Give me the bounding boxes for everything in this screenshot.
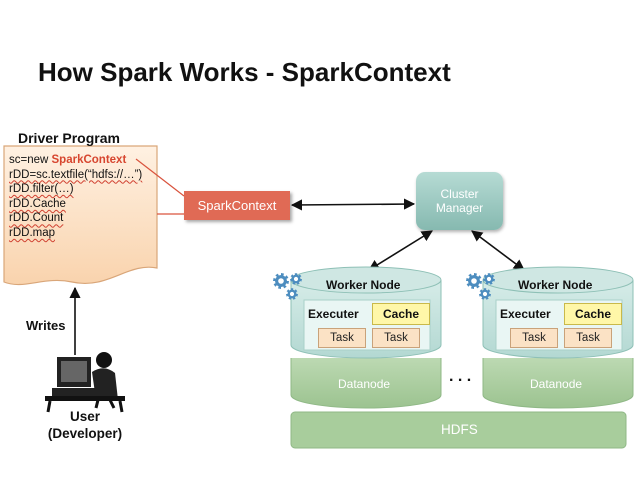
worker-node-2-cache: Cache xyxy=(564,303,622,325)
code-line-5: rDD.Count xyxy=(9,212,64,225)
worker-node-2-executer: Executer xyxy=(500,307,551,321)
gear-hole xyxy=(482,291,488,297)
worker-node-2-task-2: Task xyxy=(564,328,612,348)
code-line-4: rDD.Cache xyxy=(9,197,66,210)
datanode-2 xyxy=(482,358,634,409)
worker-node-1-executer: Executer xyxy=(308,307,359,321)
code-line-2: rDD=sc.textfile(“hdfs://…”) xyxy=(9,168,143,181)
code-line-6: rDD.map xyxy=(9,226,56,239)
hdfs-box xyxy=(290,411,627,449)
user-subtitle: (Developer) xyxy=(47,426,123,441)
datanode-1-label: Datanode xyxy=(338,377,391,391)
driver-code: sc=new SparkContext rDD=sc.textfile(“hdf… xyxy=(9,153,142,241)
code-line-3: rDD.filter(…) xyxy=(9,183,74,196)
gear-hole xyxy=(471,278,477,284)
writes-label: Writes xyxy=(26,318,66,333)
code-line-1: sc=new SparkContext xyxy=(9,153,142,168)
worker-node-1-title: Worker Node xyxy=(326,278,401,292)
user-label: User (Developer) xyxy=(30,408,140,442)
datanode-1 xyxy=(290,358,442,409)
code-line-1-keyword: SparkContext xyxy=(51,154,127,166)
slide-title: How Spark Works - SparkContext xyxy=(38,57,451,87)
cluster-worker2-arrow xyxy=(471,230,525,271)
hdfs-label: HDFS xyxy=(441,422,478,437)
cluster-manager-line-2: Manager xyxy=(435,201,484,215)
gear-icon xyxy=(466,273,495,300)
code-to-sparkcontext-connector xyxy=(135,158,185,215)
sc-cluster-arrow xyxy=(290,198,416,211)
worker-node-2-task-1: Task xyxy=(510,328,558,348)
worker-node-2-title: Worker Node xyxy=(518,278,593,292)
gear-icon xyxy=(273,273,302,300)
user-title: User xyxy=(69,409,101,424)
user-computer-icon xyxy=(45,352,125,413)
gear-hole xyxy=(278,278,284,284)
worker-node-1-cache: Cache xyxy=(372,303,430,325)
cluster-manager-line-1: Cluster xyxy=(440,187,479,201)
ellipsis: . . . xyxy=(449,368,472,385)
datanode-2-label: Datanode xyxy=(530,377,583,391)
gear-hole xyxy=(293,276,299,282)
gear-hole xyxy=(289,291,295,297)
cluster-manager-box: Cluster Manager xyxy=(416,172,503,230)
gear-hole xyxy=(486,276,492,282)
spark-context-box: SparkContext xyxy=(184,191,290,220)
driver-program-document xyxy=(3,145,158,286)
code-line-1-prefix: sc=new xyxy=(9,154,52,166)
cluster-worker1-arrow xyxy=(368,230,433,271)
worker-node-1-task-1: Task xyxy=(318,328,366,348)
worker-node-1-task-2: Task xyxy=(372,328,420,348)
driver-program-title: Driver Program xyxy=(18,130,120,146)
